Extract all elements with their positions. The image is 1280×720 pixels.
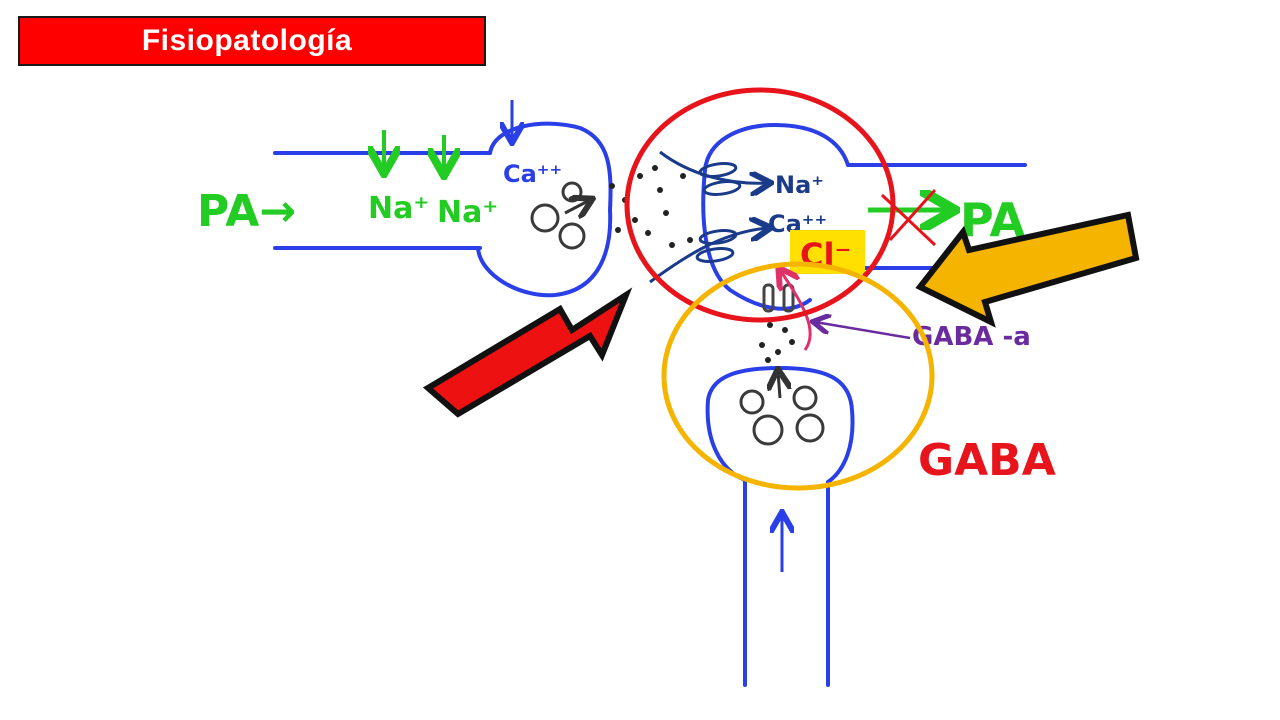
yellow-pointer-arrow [915, 211, 1140, 328]
gaba-a-label: GABA -a [912, 322, 1031, 352]
na-post-label: Na⁺ [775, 171, 824, 199]
na-influx-post-arrow [659, 150, 768, 183]
presynaptic-vesicles [530, 181, 586, 250]
gaba-vesicles [739, 385, 825, 446]
slide-title: Fisiopatología [141, 24, 353, 57]
na-label-1: Na⁺ [368, 191, 429, 226]
na-label-2: Na⁺ [437, 195, 498, 230]
gaba-release-arrow [778, 372, 780, 399]
gaba-dots [759, 322, 795, 363]
neurotransmitter-dots [609, 165, 693, 248]
gaba-label: GABA [918, 435, 1056, 486]
yellow-highlight-circle [661, 261, 935, 491]
red-highlight-circle [624, 87, 896, 323]
red-pointer-arrow [422, 287, 633, 418]
ca-influx-post-arrow [649, 228, 768, 284]
vesicle-release-arrow [564, 200, 590, 213]
slide-title-box: Fisiopatología [18, 16, 486, 66]
ca-presyn-label: Ca⁺⁺ [503, 160, 562, 188]
gaba-a-pointer [815, 322, 911, 340]
pa-input-label: PA→ [197, 186, 296, 237]
gaba-neuron [705, 365, 855, 687]
